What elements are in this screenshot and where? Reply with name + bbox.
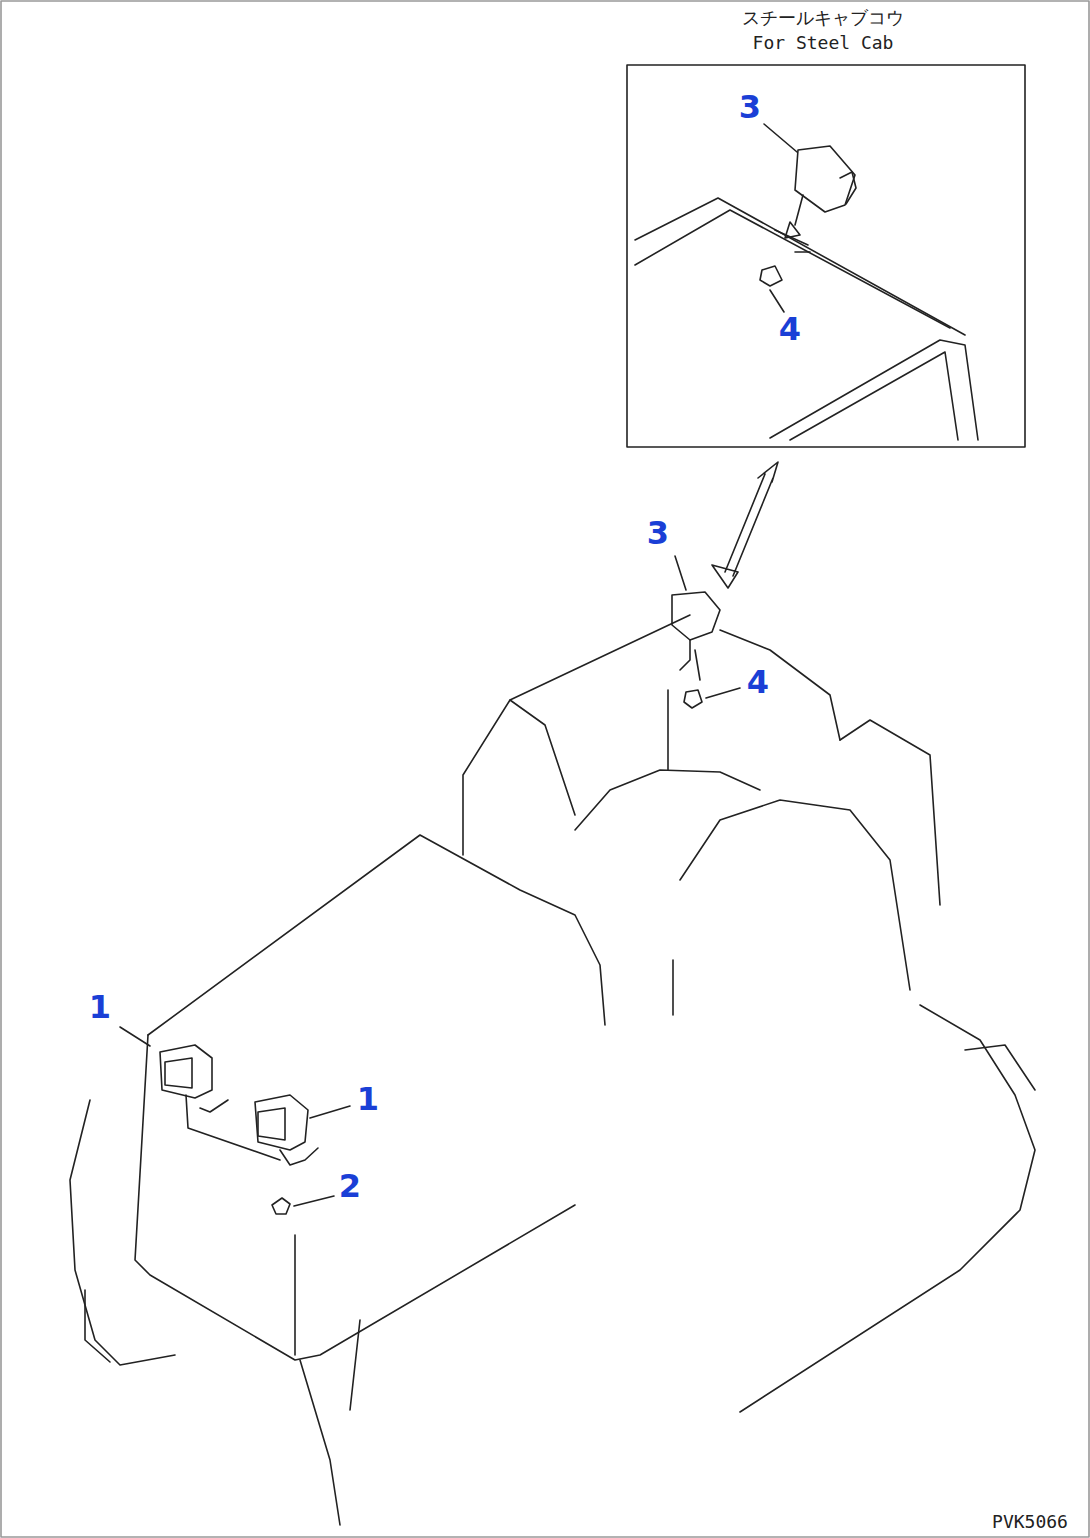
cab-outline xyxy=(463,592,940,1015)
inset-heading: For Steel Cab xyxy=(753,33,894,53)
leader-line xyxy=(294,1196,334,1206)
leader-line xyxy=(770,290,784,312)
callout-number: 4 xyxy=(779,312,801,347)
drawing-code: PVK5066 xyxy=(992,1512,1068,1532)
callout-number: 3 xyxy=(739,90,761,125)
callout-number: 4 xyxy=(747,665,769,700)
pointer-arrow xyxy=(712,462,778,588)
leader-line xyxy=(706,688,740,698)
leader-line xyxy=(764,124,797,152)
inset-cab-roof xyxy=(635,146,978,440)
callout-number: 3 xyxy=(647,516,669,551)
nut xyxy=(272,1198,290,1214)
leader-line xyxy=(675,556,686,590)
callout-number: 2 xyxy=(339,1169,361,1204)
callout-number: 1 xyxy=(89,990,111,1025)
inset-frame xyxy=(627,65,1025,447)
callout-number: 1 xyxy=(357,1082,379,1117)
work-lamp xyxy=(160,1045,318,1165)
leader-line xyxy=(120,1027,150,1046)
machine-body xyxy=(70,835,1035,1525)
inset-heading: スチールキャブコウ xyxy=(742,8,904,28)
leader-line xyxy=(310,1106,350,1118)
